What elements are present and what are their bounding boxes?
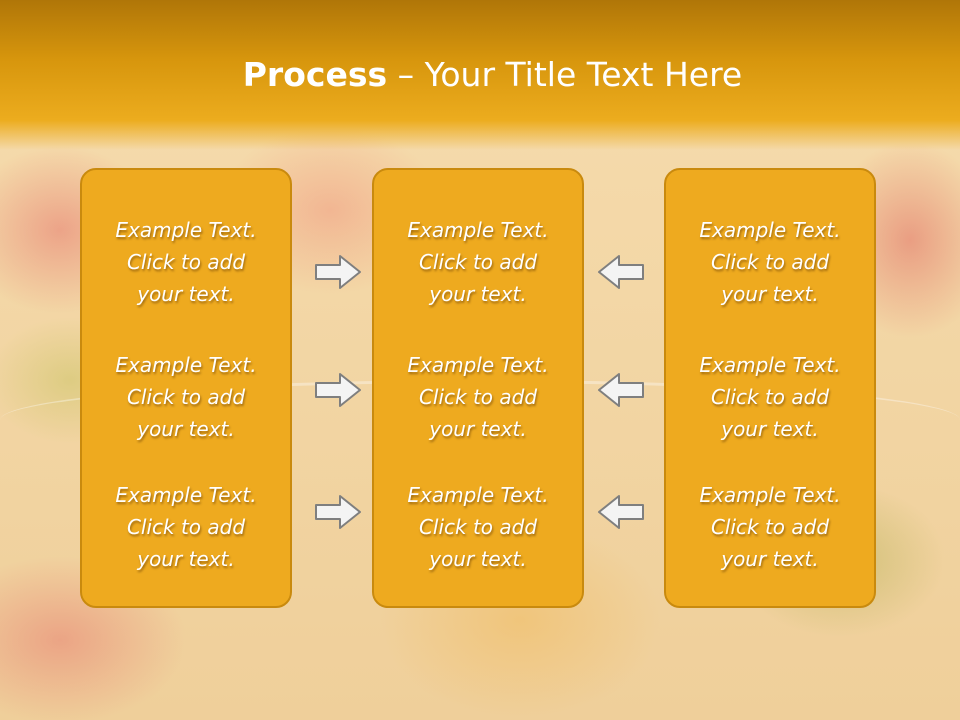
title-rest: – Your Title Text Here [387,55,743,94]
right-arrow-icon [315,495,361,529]
text-block[interactable]: Example Text. Click to add your text. [82,349,290,445]
text-line: Example Text. [699,353,841,377]
process-box-left[interactable]: Example Text. Click to add your text. Ex… [80,168,292,608]
process-box-right[interactable]: Example Text. Click to add your text. Ex… [664,168,876,608]
text-line: Click to add [418,385,538,409]
text-line: your text. [721,547,819,571]
left-arrow-icon [598,255,644,289]
text-line: Example Text. [407,353,549,377]
text-line: your text. [429,417,527,441]
text-line: Example Text. [115,218,257,242]
right-arrow-icon [315,373,361,407]
text-line: Click to add [126,515,246,539]
text-block[interactable]: Example Text. Click to add your text. [374,349,582,445]
slide-title[interactable]: Process – Your Title Text Here [0,52,960,98]
text-line: Click to add [710,385,830,409]
left-arrow-icon [598,373,644,407]
text-line: Example Text. [115,483,257,507]
text-block[interactable]: Example Text. Click to add your text. [374,214,582,310]
text-line: Click to add [710,515,830,539]
right-arrow-icon [315,255,361,289]
process-box-center[interactable]: Example Text. Click to add your text. Ex… [372,168,584,608]
text-line: your text. [429,282,527,306]
text-line: Click to add [418,250,538,274]
title-bar: Process – Your Title Text Here [0,0,960,150]
text-line: your text. [137,282,235,306]
text-line: your text. [721,417,819,441]
text-line: your text. [429,547,527,571]
text-line: Click to add [126,250,246,274]
text-line: Example Text. [699,218,841,242]
text-line: Example Text. [407,483,549,507]
text-line: your text. [721,282,819,306]
text-block[interactable]: Example Text. Click to add your text. [374,479,582,575]
text-line: your text. [137,547,235,571]
text-block[interactable]: Example Text. Click to add your text. [82,214,290,310]
text-block[interactable]: Example Text. Click to add your text. [666,214,874,310]
text-block[interactable]: Example Text. Click to add your text. [666,349,874,445]
text-line: Example Text. [407,218,549,242]
text-line: your text. [137,417,235,441]
left-arrow-icon [598,495,644,529]
text-block[interactable]: Example Text. Click to add your text. [666,479,874,575]
text-block[interactable]: Example Text. Click to add your text. [82,479,290,575]
text-line: Example Text. [699,483,841,507]
text-line: Click to add [418,515,538,539]
text-line: Click to add [126,385,246,409]
text-line: Click to add [710,250,830,274]
text-line: Example Text. [115,353,257,377]
title-bold: Process [242,55,388,94]
